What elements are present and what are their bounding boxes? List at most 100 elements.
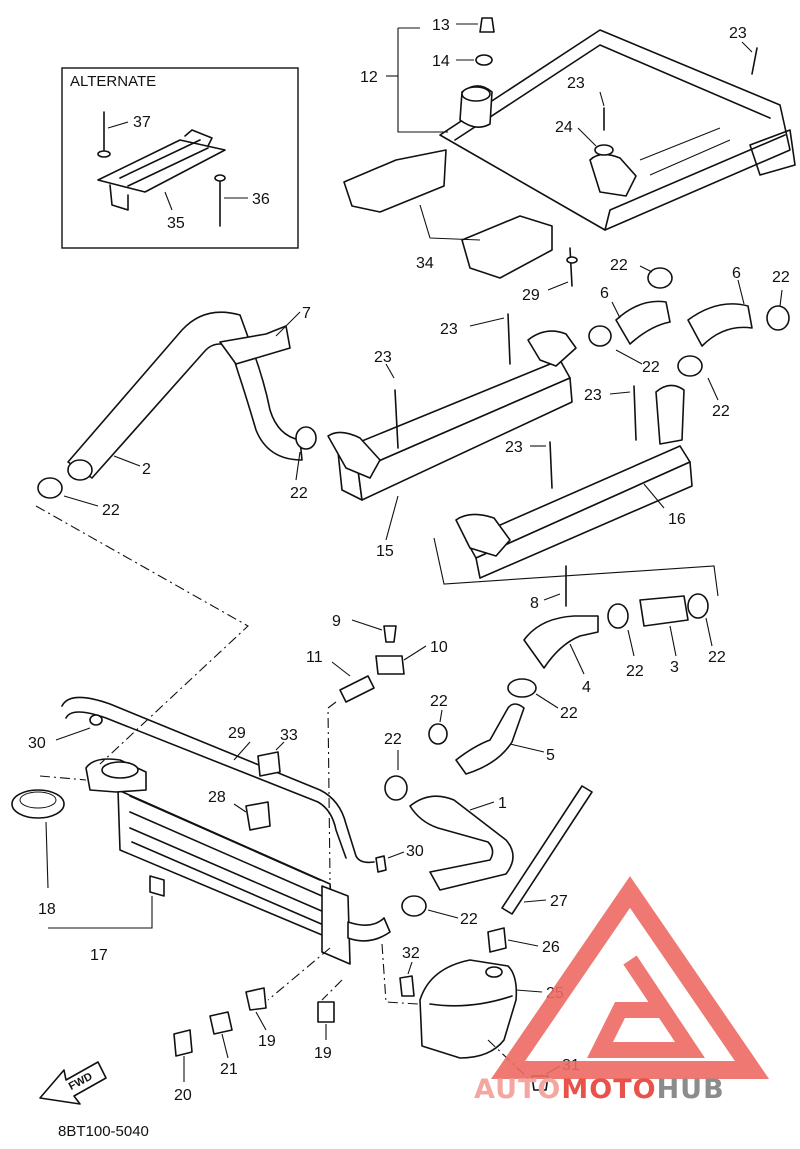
- fittings-9-10-11: 9 10 11: [306, 613, 448, 881]
- fitting-11: [339, 675, 375, 703]
- hose-3: [639, 595, 689, 627]
- alternate-label: ALTERNATE: [70, 73, 156, 90]
- hose-29: [61, 696, 375, 864]
- bolt-9: [383, 625, 397, 643]
- callout-17: 17: [90, 947, 108, 964]
- joint-group: 8 22 3 22 4 22: [507, 565, 726, 722]
- hose-5-group: 5 22: [428, 693, 555, 775]
- callout-22-i: 22: [560, 705, 578, 722]
- washer-14: [475, 54, 493, 66]
- callout-22-g: 22: [626, 663, 644, 680]
- callout-22-k: 22: [384, 731, 402, 748]
- callout-22-l: 22: [460, 911, 478, 928]
- callout-5: 5: [546, 747, 555, 764]
- callout-22-b: 22: [290, 485, 308, 502]
- callout-37: 37: [133, 114, 151, 131]
- collar-21: [209, 1011, 233, 1035]
- callout-19-a: 19: [258, 1033, 276, 1050]
- bracket-35: [97, 139, 226, 193]
- callout-29-a: 29: [522, 287, 540, 304]
- callout-9: 9: [332, 613, 341, 630]
- cap-26: [487, 927, 507, 953]
- rivet-23-right: [633, 385, 637, 441]
- bolt-20: [173, 1029, 193, 1057]
- damper-19-b: [317, 1001, 335, 1023]
- cap-18: [11, 789, 65, 819]
- clip-33: [257, 751, 281, 777]
- hose-1: [409, 795, 514, 891]
- diagram-code: 8BT100-5040: [58, 1123, 149, 1140]
- callout-26: 26: [542, 939, 560, 956]
- hose-5: [455, 703, 525, 775]
- callout-20: 20: [174, 1087, 192, 1104]
- callout-22-e: 22: [712, 403, 730, 420]
- clamp-22-left: [37, 477, 63, 499]
- callout-1: 1: [498, 795, 507, 812]
- hoses-6: 22 22 22 22 6 6: [588, 257, 790, 420]
- callout-34: 34: [416, 255, 434, 272]
- callout-23-a: 23: [567, 75, 585, 92]
- callout-24: 24: [555, 119, 573, 136]
- mounting-hardware: 19 19 21 20: [173, 987, 335, 1104]
- callout-19-b: 19: [314, 1045, 332, 1062]
- callout-27: 27: [550, 893, 568, 910]
- rivet-23-lower: [549, 441, 553, 489]
- brackets-34: 34 29: [343, 149, 578, 304]
- callout-22-j: 22: [430, 693, 448, 710]
- callout-22-h: 22: [708, 649, 726, 666]
- callout-23-c: 23: [440, 321, 458, 338]
- hose-2: [67, 311, 253, 479]
- callout-15: 15: [376, 543, 394, 560]
- rivet-23-mid: [507, 313, 511, 365]
- callout-36: 36: [252, 191, 270, 208]
- callout-23-b: 23: [729, 25, 747, 42]
- clip-28: [245, 801, 271, 831]
- callout-30-a: 30: [28, 735, 46, 752]
- callout-22-c: 22: [610, 257, 628, 274]
- callout-30-b: 30: [406, 843, 424, 860]
- callout-33: 33: [280, 727, 298, 744]
- hose-1-group: 1 22 22 27: [384, 731, 593, 928]
- watermark-text: AUTOMOTOHUB: [474, 1074, 725, 1105]
- alternate-box: [61, 67, 299, 249]
- callout-11: 11: [306, 649, 323, 666]
- svg-text:AUTOMOTOHUB: AUTOMOTOHUB: [474, 1074, 725, 1105]
- callout-23-f: 23: [505, 439, 523, 456]
- callout-21: 21: [220, 1061, 238, 1078]
- callout-10: 10: [430, 639, 448, 656]
- radiator-shroud: 13 14 12 23 24 23: [360, 17, 796, 231]
- reservoir-25: [419, 959, 518, 1059]
- callout-35: 35: [167, 215, 185, 232]
- cooler-16: 23 23 16: [433, 384, 719, 597]
- bracket-7: [219, 325, 291, 365]
- callout-14: 14: [432, 53, 450, 70]
- clip-10: [375, 655, 405, 675]
- fwd-arrow: FWD: [39, 1061, 107, 1105]
- callout-6-b: 6: [732, 265, 741, 282]
- grommet-24: [594, 144, 614, 156]
- callout-18: 18: [38, 901, 56, 918]
- callout-13: 13: [432, 17, 450, 34]
- hose-group-upper: 7 2 22 22: [37, 305, 317, 519]
- callout-12: 12: [360, 69, 378, 86]
- joint-4: [523, 615, 599, 669]
- callout-8: 8: [530, 595, 539, 612]
- callout-22-d: 22: [642, 359, 660, 376]
- bolt-13: [479, 17, 495, 33]
- callout-22-f: 22: [772, 269, 790, 286]
- callout-32: 32: [402, 945, 420, 962]
- callout-23-e: 23: [584, 387, 602, 404]
- watermark-logo: [490, 876, 770, 1079]
- alternate-inset: ALTERNATE 37 36 35: [61, 67, 299, 249]
- callout-16: 16: [668, 511, 686, 528]
- watermark-auto: AUTO: [474, 1074, 561, 1105]
- radiator-17: [117, 789, 335, 941]
- callout-2: 2: [142, 461, 151, 478]
- watermark-hub: HUB: [657, 1074, 725, 1105]
- rivet-23-left: [394, 389, 399, 449]
- rivet-23-corner: [751, 47, 758, 75]
- callout-7: 7: [302, 305, 311, 322]
- callout-22-a: 22: [102, 502, 120, 519]
- cooler-15: 23 23 15: [327, 313, 577, 560]
